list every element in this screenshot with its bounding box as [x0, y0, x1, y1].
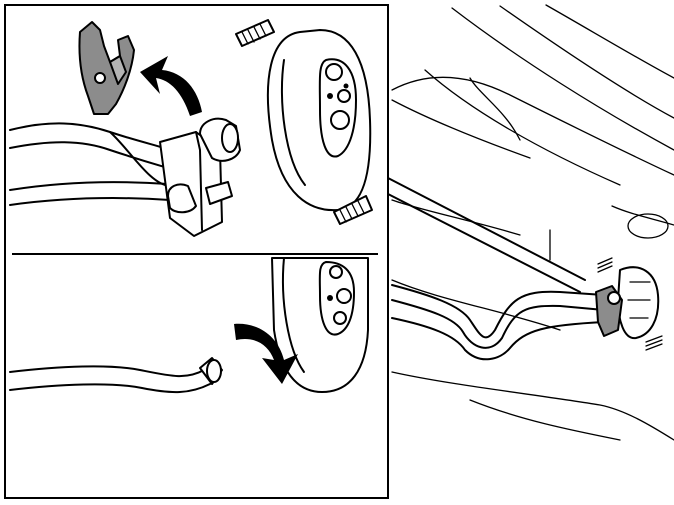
- step-remove-clip: [9, 19, 373, 237]
- o-ring-seal-icon: [199, 357, 223, 385]
- curved-arrow-up-icon: [140, 56, 202, 116]
- retaining-clip-icon: [78, 21, 135, 115]
- pipe-connector-block-icon: [159, 117, 241, 237]
- mounting-stud-icon: [235, 19, 373, 225]
- expansion-valve-overview: [595, 266, 660, 340]
- vehicle-overview: [391, 4, 674, 441]
- step-fit-seal: [9, 257, 369, 394]
- callout-pointer-icon: [387, 177, 586, 293]
- mounting-stud-icon: [597, 257, 663, 351]
- expansion-valve-icon: [266, 29, 372, 212]
- curved-arrow-down-icon: [234, 323, 298, 384]
